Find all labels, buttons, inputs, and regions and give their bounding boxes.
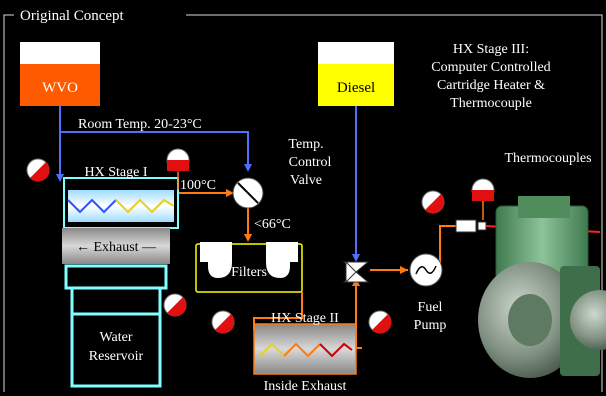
diagram-title: Original Concept xyxy=(20,8,125,24)
hx3-label-line2: Computer Controlled xyxy=(431,60,550,75)
diesel-tank-fill xyxy=(318,64,394,106)
arrow-into-valve-hot xyxy=(226,189,234,197)
gauge-wvo-inlet xyxy=(26,158,50,182)
gauge-hx3-outlet xyxy=(471,178,495,220)
gauge-water xyxy=(163,293,187,317)
water-reservoir-line1: Water xyxy=(99,330,132,345)
hx-stage-1 xyxy=(63,177,179,229)
arrow-into-pump xyxy=(400,266,408,274)
temp-control-valve[interactable] xyxy=(232,177,264,209)
hx1-label: HX Stage I xyxy=(85,165,148,180)
hx1-coil-cold xyxy=(67,198,117,214)
cold-oil-lines xyxy=(59,106,357,258)
valve-label-line3: Valve xyxy=(290,173,322,188)
engine-image xyxy=(478,196,606,378)
filters-label: Filters xyxy=(231,265,267,280)
wvo-label: WVO xyxy=(42,80,78,96)
hx3-label-line1: HX Stage III: xyxy=(453,42,529,57)
arrow-into-mixer xyxy=(352,254,360,262)
mixing-valve[interactable] xyxy=(342,260,370,284)
hx1-coil-hot xyxy=(115,198,175,214)
valve-label-line2: Control xyxy=(289,155,332,170)
gauge-hx2-outlet xyxy=(368,310,392,334)
temp-66-label: <66°C xyxy=(254,217,291,232)
temp-100-label: 100°C xyxy=(180,178,216,193)
valve-label-line1: Temp. xyxy=(288,137,323,152)
exhaust-text: Exhaust xyxy=(93,240,138,255)
diesel-label: Diesel xyxy=(337,80,375,96)
diesel-tank xyxy=(318,42,394,106)
hx2-inlet xyxy=(253,292,303,330)
exhaust-pipe xyxy=(62,228,170,264)
wvo-tank-fill xyxy=(20,64,100,106)
filter-left xyxy=(200,242,232,278)
hx3-label-line4: Thermocouple xyxy=(450,96,532,111)
filters-assembly xyxy=(195,242,303,293)
exhaust-arrow-left: ← xyxy=(76,240,94,255)
hx3-label-line3: Cartridge Heater & xyxy=(437,78,545,93)
arrow-into-hx1 xyxy=(56,174,64,182)
hx2-label: HX Stage II xyxy=(271,311,339,326)
filter-right xyxy=(266,242,298,278)
arrow-to-filters xyxy=(244,234,252,242)
fuel-pump-line1: Fuel xyxy=(418,300,443,315)
exhaust-label: ← Exhaust — xyxy=(76,240,157,255)
exhaust-arrow-right: — xyxy=(139,240,158,255)
inside-exhaust-label: Inside Exhaust xyxy=(264,379,347,394)
fuel-pump-line2: Pump xyxy=(414,318,447,333)
thermocouples-label: Thermocouples xyxy=(504,151,591,166)
arrow-into-valve xyxy=(244,164,252,172)
room-temp-label: Room Temp. 20-23°C xyxy=(78,117,202,132)
water-reservoir xyxy=(70,312,162,388)
hx-stage-2 xyxy=(253,323,357,375)
gauge-hx3-inlet xyxy=(421,190,445,214)
wvo-tank xyxy=(20,42,100,106)
fuel-pump[interactable] xyxy=(409,253,443,287)
title-frame xyxy=(3,14,603,392)
gauge-hx2-inlet xyxy=(211,310,235,334)
water-reservoir-line2: Reservoir xyxy=(89,349,144,364)
gauge-hx1-outlet xyxy=(166,148,190,190)
